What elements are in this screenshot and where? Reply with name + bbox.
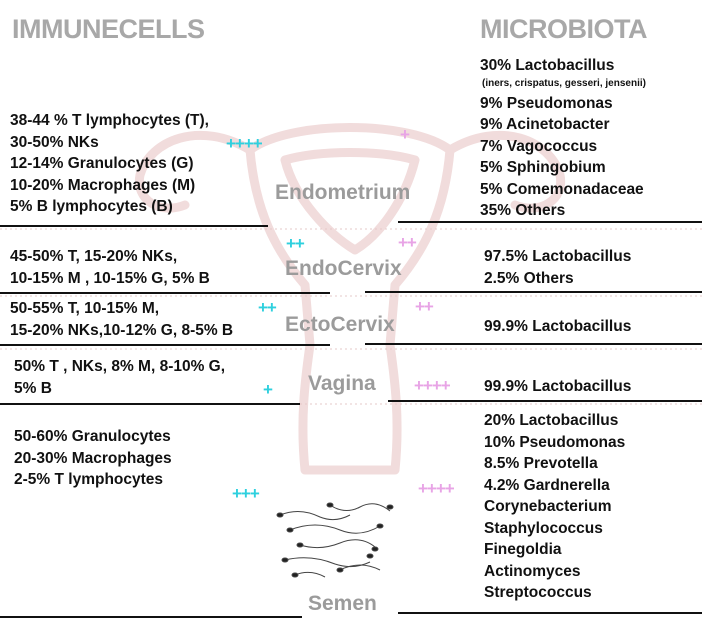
microbiota-item: 5% Sphingobium [480, 159, 606, 176]
divider-immune-endocervix [0, 292, 330, 294]
microbiota-item: 2.5% Others [484, 269, 574, 287]
microbiota-item: 97.5% Lactobacillus [484, 248, 632, 265]
microbiota-semen-list: 20% Lactobacillus 10% Pseudomonas 8.5% P… [484, 410, 625, 604]
microbiota-vagina-list: 99.9% Lactobacillus [484, 376, 631, 398]
divider-microbiota-endometrium [398, 221, 702, 223]
immune-item: 15-20% NKs,10-12% G, 8-5% B [10, 321, 234, 339]
microbiota-item: 5% Comemonadaceae [480, 180, 644, 198]
immune-item: 50% T , NKs, 8% M, 8-10% G, [14, 358, 226, 375]
immune-item: 20-30% Macrophages [14, 449, 172, 467]
microbiota-item: Staphylococcus [484, 519, 603, 537]
microbiota-item: 8.5% Prevotella [484, 455, 598, 472]
uterus-outline [245, 123, 455, 475]
microbiota-item: 20% Lactobacillus [484, 412, 619, 429]
immune-item: 50-55% T, 10-15% M, [10, 300, 160, 317]
immune-endocervix-list: 45-50% T, 15-20% NKs, 10-15% M , 10-15% … [10, 246, 210, 289]
microbiota-item: Finegoldia [484, 541, 562, 558]
microbiota-item: 9% Acinetobacter [480, 116, 610, 133]
divider-immune-endometrium [0, 225, 268, 227]
immune-item: 2-5% T lymphocytes [14, 471, 164, 488]
microbiota-endometrium-list: 30% Lactobacillus (iners, crispatus, ges… [480, 55, 646, 222]
microbiota-item: 30% Lactobacillus [480, 57, 615, 74]
immune-item: 45-50% T, 15-20% NKs, [10, 248, 178, 265]
microbiota-level-vagina: ++++ [414, 376, 451, 395]
region-label-vagina: Vagina [308, 372, 376, 395]
divider-immune-vagina [0, 403, 300, 405]
uterus-cavity [280, 148, 420, 255]
microbiota-level-endometrium: + [400, 125, 410, 144]
immune-cells-header: IMMUNECELLS [12, 14, 205, 44]
immune-item: 10-15% M , 10-15% G, 5% B [10, 269, 210, 287]
microbiota-item: 10% Pseudomonas [484, 433, 626, 451]
immune-ectocervix-list: 50-55% T, 10-15% M, 15-20% NKs,10-12% G,… [10, 298, 233, 341]
microbiota-species-note: (iners, crispatus, gesseri, jensenii) [482, 77, 646, 89]
microbiota-header: MICROBIOTA [480, 14, 647, 44]
immune-level-semen: +++ [232, 484, 260, 503]
divider-immune-semen [0, 616, 302, 618]
region-label-ectocervix: EctoCervix [285, 313, 395, 336]
immune-endometrium-list: 38-44 % T lymphocytes (T), 30-50% NKs 12… [10, 110, 209, 218]
microbiota-item: 99.9% Lactobacillus [484, 378, 632, 395]
immune-item: 30-50% NKs [10, 133, 99, 151]
immune-level-vagina: + [263, 380, 273, 399]
microbiota-item: 35% Others [480, 202, 566, 219]
divider-microbiota-semen [398, 612, 702, 614]
microbiota-ectocervix-list: 99.9% Lactobacillus [484, 316, 631, 338]
immune-item: 50-60% Granulocytes [14, 428, 171, 445]
microbiota-item: Corynebacterium [484, 498, 612, 515]
immune-item: 5% B [14, 379, 52, 397]
immune-vagina-list: 50% T , NKs, 8% M, 8-10% G, 5% B [14, 356, 225, 399]
microbiota-item: Actinomyces [484, 562, 581, 580]
microbiota-item: 9% Pseudomonas [480, 94, 613, 112]
microbiota-item: Streptococcus [484, 584, 592, 601]
divider-microbiota-ectocervix [365, 343, 702, 345]
immune-level-ectocervix: ++ [258, 298, 277, 317]
immune-item: 38-44 % T lymphocytes (T), [10, 112, 209, 129]
microbiota-item: 7% Vagococcus [480, 137, 598, 155]
right-fallopian-tube [445, 130, 566, 213]
microbiota-level-semen: ++++ [418, 479, 455, 498]
microbiota-item: 99.9% Lactobacillus [484, 318, 632, 335]
region-label-semen: Semen [308, 592, 377, 615]
immune-semen-list: 50-60% Granulocytes 20-30% Macrophages 2… [14, 426, 172, 491]
divider-microbiota-vagina [388, 400, 702, 402]
immune-level-endometrium: ++++ [226, 134, 263, 153]
microbiota-item: 4.2% Gardnerella [484, 476, 610, 494]
region-label-endometrium: Endometrium [275, 181, 411, 204]
region-label-endocervix: EndoCervix [285, 257, 402, 280]
microbiota-level-ectocervix: ++ [415, 297, 434, 316]
immune-level-endocervix: ++ [286, 234, 305, 253]
immune-item: 12-14% Granulocytes (G) [10, 155, 194, 172]
sperm-cluster [276, 502, 394, 578]
immune-item: 5% B lymphocytes (B) [10, 198, 173, 215]
immune-item: 10-20% Macrophages (M) [10, 176, 196, 194]
divider-microbiota-endocervix [365, 291, 702, 293]
divider-immune-ectocervix [0, 344, 330, 346]
microbiota-endocervix-list: 97.5% Lactobacillus 2.5% Others [484, 246, 631, 289]
microbiota-level-endocervix: ++ [398, 233, 417, 252]
left-fallopian-tube [134, 130, 255, 213]
